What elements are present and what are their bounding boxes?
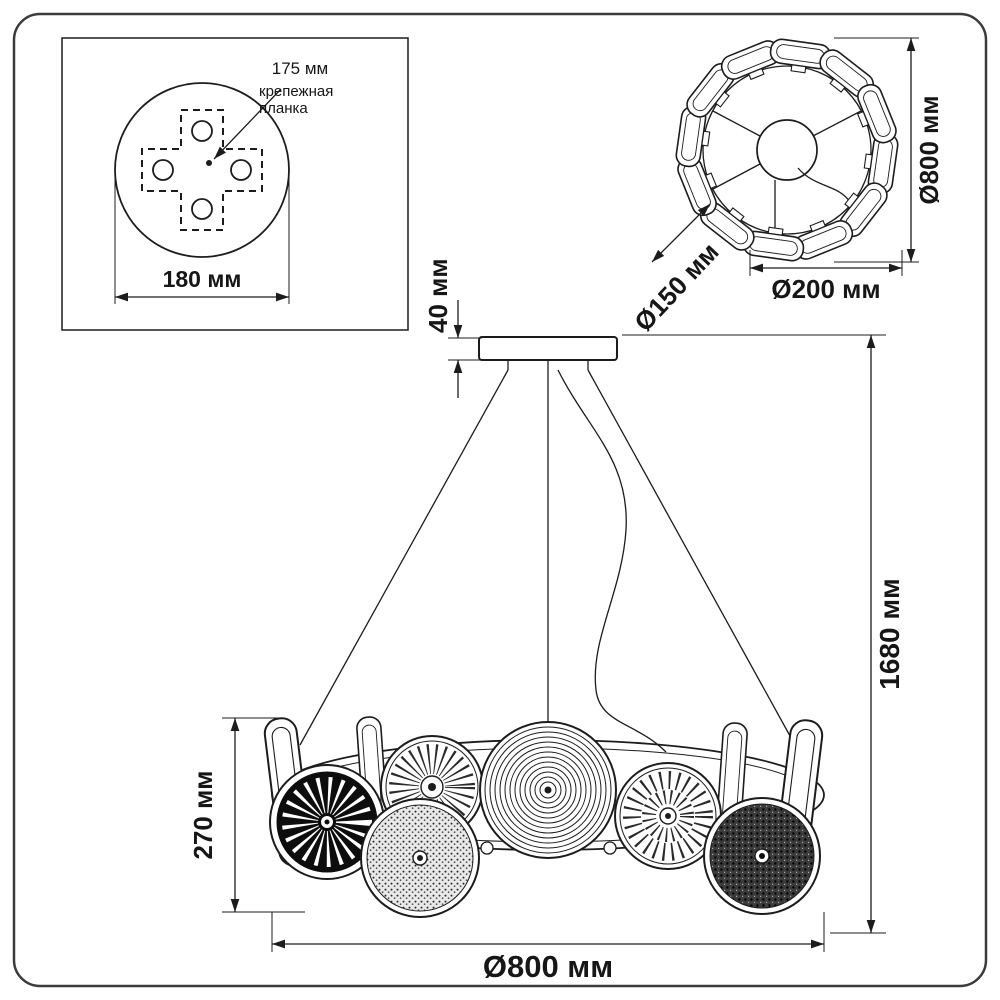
total-height-label: 1680 мм	[874, 578, 905, 690]
top-spoke-1	[812, 110, 862, 137]
shade-height-label: 270 мм	[188, 770, 218, 859]
power-cable	[557, 369, 667, 753]
mount-hole-top	[191, 120, 213, 142]
top-spoke-4	[712, 163, 761, 190]
top-inner-diameter-label: Ø150 мм	[628, 237, 724, 337]
mount-detail-frame	[61, 37, 409, 331]
top-view: Ø800 мм Ø150 мм Ø200 мм	[628, 36, 944, 337]
front-view	[263, 336, 825, 918]
disc-speckled	[360, 798, 480, 918]
top-inner-dim-line	[651, 203, 711, 263]
front-dimensions: 40 мм 1680 мм 270 мм Ø800 мм	[188, 258, 905, 984]
top-hub	[756, 119, 818, 181]
mount-hole-bottom	[191, 198, 213, 220]
mount-plate-label-line1: крепежная	[259, 83, 333, 100]
top-outer-diameter-label: Ø800 мм	[914, 95, 944, 204]
mount-width-label: 180 мм	[163, 266, 242, 292]
top-spoke-2	[712, 110, 761, 137]
canopy-height-label: 40 мм	[423, 258, 453, 333]
mount-plate-label-line2: планка	[259, 100, 308, 117]
mount-hole-left	[152, 159, 174, 181]
ceiling-canopy	[478, 336, 618, 361]
ring-joint	[603, 841, 617, 855]
sheet-border	[12, 12, 988, 988]
body-diameter-label: Ø800 мм	[483, 949, 613, 984]
top-cable	[797, 167, 851, 203]
mount-plate-circle	[114, 82, 290, 258]
mount-detail: 175 мм крепежная планка 180 мм	[61, 37, 409, 331]
disc-black-starburst	[269, 764, 385, 880]
top-shade-diameter-label: Ø200 мм	[771, 274, 880, 304]
mount-leader-line	[213, 88, 282, 160]
mount-hole-right	[230, 159, 252, 181]
wire-left	[299, 369, 509, 746]
ring-joint	[480, 841, 494, 855]
wire-right	[587, 369, 796, 746]
mount-offset-label: 175 мм	[272, 59, 328, 78]
mount-bracket-outline	[141, 109, 263, 231]
disc-speckled-dark	[703, 797, 821, 915]
top-ring	[702, 65, 872, 235]
disc-concentric	[479, 721, 617, 859]
mount-center-point	[206, 160, 212, 166]
